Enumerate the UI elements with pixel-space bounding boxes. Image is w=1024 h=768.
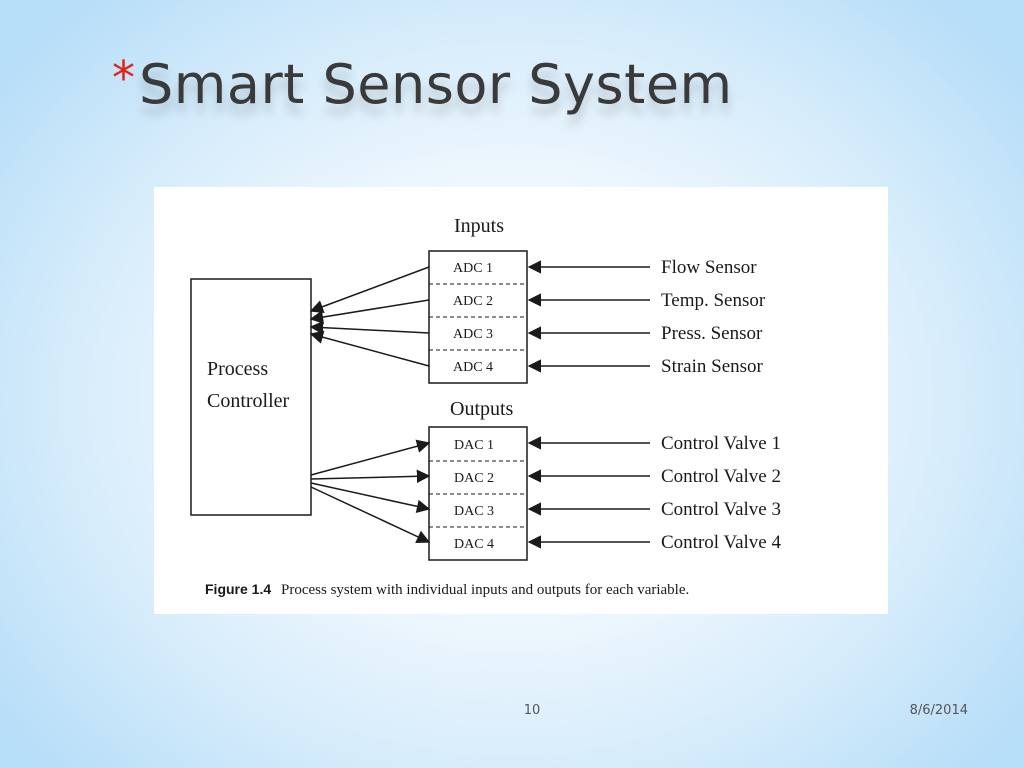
control-valve-1-label: Control Valve 1 (661, 433, 781, 454)
dac-3-label: DAC 3 (454, 504, 494, 519)
slide-date: 8/6/2014 (909, 703, 968, 718)
dac-2-label: DAC 2 (454, 471, 494, 486)
figure-caption-text: Process system with individual inputs an… (281, 582, 689, 598)
adc-1-to-controller-arrow (309, 266, 430, 314)
control-valve-2-label: Control Valve 2 (661, 466, 781, 487)
title-bullet-asterisk: * (112, 51, 135, 105)
dac-4-label: DAC 4 (454, 537, 494, 552)
figure-caption-label: Figure 1.4 (205, 581, 271, 597)
adc-3-label: ADC 3 (453, 327, 493, 342)
strain-sensor-label: Strain Sensor (661, 356, 764, 377)
flow-sensor-label: Flow Sensor (661, 257, 757, 278)
adc-3-to-controller-arrow (309, 320, 430, 335)
adc-2-to-controller-arrow (309, 299, 430, 324)
controller-label-line2: Controller (207, 390, 290, 412)
controller-to-dac-2-arrow (310, 469, 431, 484)
dac-1-label: DAC 1 (454, 438, 494, 453)
control-valve-4-label: Control Valve 4 (661, 532, 781, 553)
slide-title: Smart Sensor System (139, 53, 733, 116)
adc-4-to-controller-arrow (309, 330, 430, 367)
figure-panel: Process Controller Inputs Outputs ADC 1 … (154, 187, 888, 614)
outputs-heading: Outputs (450, 398, 514, 420)
process-system-diagram: Process Controller Inputs Outputs ADC 1 … (190, 215, 781, 598)
inputs-heading: Inputs (454, 215, 504, 237)
controller-to-dac-1-arrow (310, 439, 431, 476)
slide-title-area: * Smart Sensor System (112, 52, 733, 132)
adc-4-label: ADC 4 (453, 360, 493, 375)
controller-to-dac-4-arrow (310, 486, 431, 543)
press-sensor-label: Press. Sensor (661, 323, 763, 344)
adc-2-label: ADC 2 (453, 294, 493, 309)
control-valve-3-label: Control Valve 3 (661, 499, 781, 520)
slide-page-number: 10 (523, 703, 541, 718)
process-controller-box (190, 278, 312, 516)
controller-to-dac-3-arrow (310, 482, 431, 513)
controller-label-line1: Process (207, 358, 268, 380)
temp-sensor-label: Temp. Sensor (661, 290, 766, 311)
adc-1-label: ADC 1 (453, 261, 493, 276)
